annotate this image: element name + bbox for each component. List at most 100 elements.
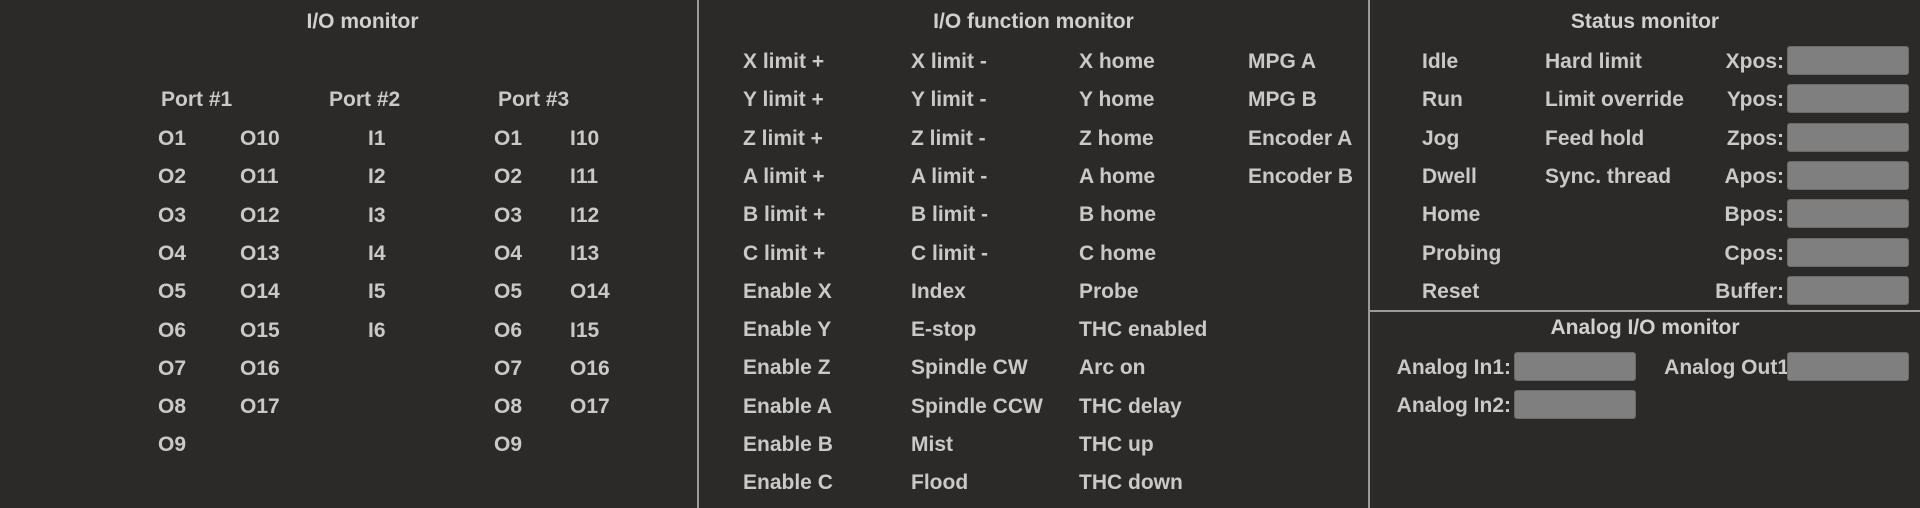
divider bbox=[1368, 0, 1370, 508]
position-value-field bbox=[1787, 160, 1909, 190]
io-indicator-label: O16 bbox=[240, 356, 280, 380]
io-monitor-title: I/O monitor bbox=[306, 10, 419, 33]
io-indicator-label: I5 bbox=[368, 280, 386, 304]
status-indicator-label: Idle bbox=[1422, 50, 1459, 73]
position-label: Apos: bbox=[1724, 164, 1785, 188]
position-label: Xpos: bbox=[1725, 50, 1784, 73]
function-indicator-label: Enable C bbox=[743, 471, 833, 495]
status-indicator-label: Dwell bbox=[1422, 164, 1477, 188]
io-indicator-label: O12 bbox=[240, 203, 280, 227]
io-indicator-label: O14 bbox=[240, 280, 280, 304]
io-indicator-label: O8 bbox=[494, 395, 523, 419]
function-indicator-label: Spindle CCW bbox=[911, 394, 1043, 418]
status-indicator-label: Hard limit bbox=[1545, 50, 1642, 73]
function-indicator-label: MPG B bbox=[1248, 88, 1317, 112]
function-indicator-label: Z limit + bbox=[743, 126, 823, 150]
function-indicator-label: A limit + bbox=[743, 164, 825, 188]
function-indicator-label: Enable A bbox=[743, 394, 833, 418]
io-indicator-label: O16 bbox=[570, 356, 610, 380]
function-indicator-label: B limit - bbox=[911, 203, 988, 227]
analog-in2-label: Analog In2: bbox=[1396, 394, 1511, 417]
io-indicator-label: O2 bbox=[494, 165, 523, 189]
status-indicator-label: Home bbox=[1422, 203, 1481, 227]
position-value-field bbox=[1787, 84, 1909, 114]
io-indicator-label: O7 bbox=[158, 356, 187, 380]
function-indicator-label: Z limit - bbox=[911, 126, 986, 150]
io-indicator-label: O17 bbox=[570, 395, 610, 419]
function-indicator-label: THC up bbox=[1079, 433, 1154, 456]
function-indicator-label: X limit - bbox=[911, 50, 987, 73]
io-indicator-label: O6 bbox=[158, 318, 187, 342]
io-indicator-label: O1 bbox=[494, 127, 523, 150]
io-indicator-label: O11 bbox=[240, 165, 279, 189]
port3-label: Port #3 bbox=[498, 88, 570, 111]
position-value-field bbox=[1787, 275, 1909, 305]
function-indicator-label: Mist bbox=[911, 433, 953, 456]
io-indicator-label: O7 bbox=[494, 356, 523, 380]
io-indicator-label: I4 bbox=[368, 241, 386, 265]
analog-in1-field bbox=[1514, 352, 1636, 381]
io-indicator-label: O6 bbox=[494, 318, 523, 342]
position-value-field bbox=[1787, 237, 1909, 267]
analog-monitor-panel: Analog I/O monitor Analog In1: Analog In… bbox=[1370, 312, 1920, 508]
io-indicator-label: O5 bbox=[158, 280, 187, 304]
io-indicator-label: O8 bbox=[158, 395, 187, 419]
position-value-field bbox=[1787, 199, 1909, 229]
divider bbox=[1370, 310, 1920, 312]
io-function-monitor-title: I/O function monitor bbox=[933, 10, 1134, 33]
io-indicator-label: O10 bbox=[240, 127, 280, 150]
function-indicator-label: Index bbox=[911, 279, 966, 303]
status-indicator-label: Probing bbox=[1422, 241, 1502, 265]
io-indicator-label: O1 bbox=[158, 127, 187, 150]
status-indicator-label: Jog bbox=[1422, 126, 1460, 150]
position-label: Ypos: bbox=[1726, 88, 1784, 112]
status-indicator-label: Sync. thread bbox=[1545, 164, 1672, 188]
divider bbox=[697, 0, 699, 508]
function-indicator-label: Encoder A bbox=[1248, 126, 1353, 150]
position-label: Cpos: bbox=[1724, 241, 1785, 265]
function-indicator-label: MPG A bbox=[1248, 50, 1317, 73]
function-indicator-label: Enable Z bbox=[743, 356, 831, 380]
io-indicator-label: O9 bbox=[158, 433, 187, 457]
port1-label: Port #1 bbox=[161, 88, 233, 111]
port2-label: Port #2 bbox=[329, 88, 401, 111]
io-indicator-label: O3 bbox=[158, 203, 187, 227]
position-value-field bbox=[1787, 122, 1909, 152]
io-indicator-label: O4 bbox=[158, 241, 187, 265]
status-indicator-label: Feed hold bbox=[1545, 126, 1645, 150]
analog-monitor-title: Analog I/O monitor bbox=[1550, 316, 1740, 339]
io-indicator-label: I11 bbox=[570, 165, 599, 189]
io-indicator-label: I13 bbox=[570, 241, 600, 265]
position-label: Zpos: bbox=[1726, 126, 1784, 150]
analog-out1-field bbox=[1787, 352, 1909, 381]
io-indicator-label: O4 bbox=[494, 241, 523, 265]
function-indicator-label: Enable B bbox=[743, 433, 833, 456]
function-indicator-label: Y home bbox=[1079, 88, 1155, 112]
function-indicator-label: THC down bbox=[1079, 471, 1183, 495]
io-indicator-label: O9 bbox=[494, 433, 523, 457]
io-indicator-label: I12 bbox=[570, 203, 600, 227]
io-function-monitor-panel: I/O function monitor X limit +Y limit +Z… bbox=[699, 0, 1368, 508]
function-indicator-label: C home bbox=[1079, 241, 1157, 265]
function-indicator-label: A home bbox=[1079, 164, 1156, 188]
status-monitor-title: Status monitor bbox=[1570, 10, 1720, 33]
io-indicator-label: I3 bbox=[368, 203, 386, 227]
io-indicator-label: I1 bbox=[368, 127, 386, 150]
io-indicator-label: O3 bbox=[494, 203, 523, 227]
analog-in1-label: Analog In1: bbox=[1396, 356, 1511, 379]
function-indicator-label: B limit + bbox=[743, 203, 826, 227]
function-indicator-label: X limit + bbox=[743, 50, 825, 73]
function-indicator-label: B home bbox=[1079, 203, 1157, 227]
function-indicator-label: A limit - bbox=[911, 164, 988, 188]
io-indicator-label: O15 bbox=[240, 318, 280, 342]
function-indicator-label: Flood bbox=[911, 471, 969, 495]
position-label: Bpos: bbox=[1724, 203, 1785, 227]
status-indicator-label: Reset bbox=[1422, 279, 1480, 303]
function-indicator-label: C limit + bbox=[743, 241, 826, 265]
io-indicator-label: I6 bbox=[368, 318, 386, 342]
status-indicator-label: Run bbox=[1422, 88, 1463, 112]
function-indicator-label: X home bbox=[1079, 50, 1155, 73]
io-indicator-label: O2 bbox=[158, 165, 187, 189]
